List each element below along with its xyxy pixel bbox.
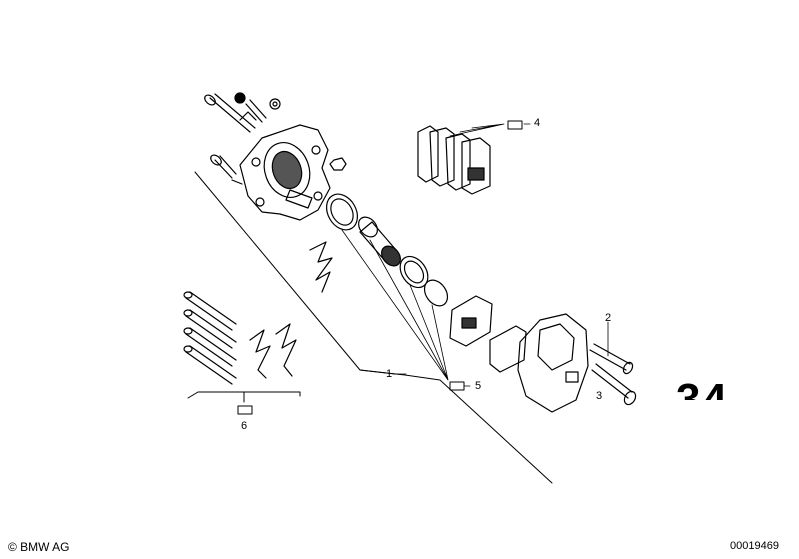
small-bolt bbox=[210, 154, 243, 185]
assembly-outline-line bbox=[194, 171, 553, 484]
callout-1: 1 bbox=[386, 368, 393, 380]
group6-bracket bbox=[187, 391, 301, 403]
lower-brake-pads bbox=[449, 295, 527, 373]
callout-6: 6 bbox=[241, 420, 248, 432]
retaining-ring bbox=[399, 255, 429, 289]
hex-nut bbox=[329, 157, 347, 171]
repair-kit-icon bbox=[237, 120, 523, 415]
caliper-housing bbox=[239, 124, 331, 221]
anti-rattle-spring bbox=[309, 241, 333, 293]
bleeder-cap bbox=[234, 92, 246, 104]
callout-2: 2 bbox=[605, 312, 612, 324]
assembly-leader bbox=[359, 369, 396, 375]
callout-4: 4 bbox=[534, 117, 541, 129]
piston bbox=[358, 216, 401, 267]
bolt-2 bbox=[589, 321, 634, 375]
document-number: 00019469 bbox=[730, 540, 779, 552]
bleeder-valve bbox=[245, 99, 267, 123]
callout-5: 5 bbox=[475, 380, 482, 392]
callout-3: 3 bbox=[596, 390, 603, 402]
group-number: 34 bbox=[676, 375, 729, 400]
o-ring bbox=[423, 279, 449, 307]
caliper-lower-half bbox=[517, 313, 589, 413]
kit5-leader-lines bbox=[341, 229, 449, 381]
bleed-bolt bbox=[204, 93, 257, 133]
copyright-text: © BMW AG bbox=[8, 540, 70, 554]
washer-nut bbox=[269, 98, 281, 110]
brake-pad-set bbox=[417, 123, 505, 195]
dust-seal bbox=[325, 193, 359, 231]
pad-springs bbox=[249, 323, 297, 379]
bolt-3 bbox=[591, 363, 637, 406]
guide-pins bbox=[183, 291, 237, 385]
